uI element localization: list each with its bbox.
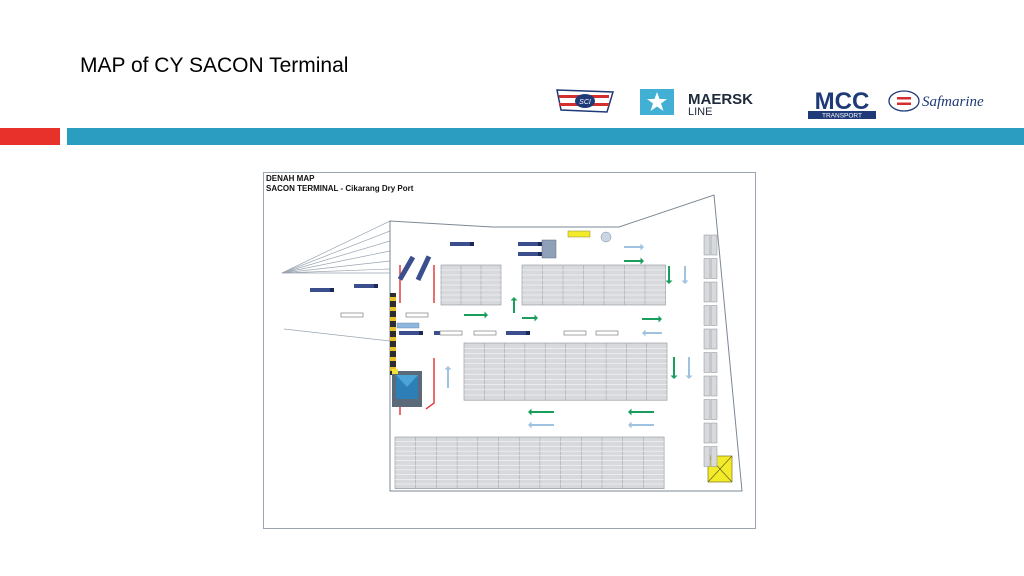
side-stack-right — [710, 328, 718, 350]
container-stack-c — [463, 342, 668, 401]
side-stack-left — [703, 234, 711, 256]
arrow-7 — [522, 314, 538, 322]
empty-chassis-2 — [405, 312, 429, 318]
truck-angled-1 — [397, 255, 416, 281]
mcc-word: MCC — [815, 88, 870, 115]
safmarine-logo: Safmarine — [888, 88, 1010, 114]
truck-cab-6 — [419, 331, 423, 335]
safmarine-word: Safmarine — [922, 94, 984, 110]
side-stack-left — [703, 258, 711, 279]
side-stack-right — [710, 446, 718, 467]
truck-cab-4 — [330, 288, 334, 292]
arrow-16 — [628, 421, 654, 429]
side-stack-right — [710, 399, 718, 420]
empty-chassis-6 — [473, 330, 497, 336]
gate-booth — [541, 239, 557, 259]
side-stack-right — [710, 375, 718, 397]
truck-1 — [450, 242, 470, 246]
side-stack-right — [710, 234, 718, 256]
container-stack-d — [394, 436, 665, 490]
arrow-13 — [528, 408, 554, 416]
truck-cab-5 — [374, 284, 378, 288]
terminal-boundary — [389, 194, 743, 492]
arrow-10 — [670, 357, 678, 379]
sci-logo: SCI — [556, 89, 614, 113]
empty-chassis-5 — [595, 330, 619, 336]
transport-word: TRANSPORT — [822, 113, 862, 120]
arrow-4 — [681, 266, 689, 284]
side-stack-left — [703, 422, 711, 444]
truck-cab-3 — [538, 252, 542, 256]
arrow-1 — [624, 243, 644, 251]
truck-cab-1 — [470, 242, 474, 246]
terminal-map: DENAH MAP SACON TERMINAL - Cikarang Dry … — [263, 172, 756, 529]
arrow-11 — [685, 357, 693, 379]
side-stack-left — [703, 446, 711, 467]
maersk-logo: MAERSK LINE — [640, 88, 800, 118]
arrow-5 — [464, 311, 488, 319]
truck-angled-2 — [415, 255, 432, 282]
container-stack-b — [521, 264, 666, 306]
line-word: LINE — [688, 106, 712, 116]
approach-road-lines — [281, 220, 391, 342]
container-stack-a — [440, 264, 502, 306]
arrow-12 — [444, 366, 452, 388]
truck-2 — [518, 242, 538, 246]
maersk-word: MAERSK — [688, 91, 753, 108]
slide-title: MAP of CY SACON Terminal — [80, 54, 349, 77]
accent-bar-red — [0, 128, 60, 145]
side-stack-left — [703, 375, 711, 397]
side-stack-right — [710, 422, 718, 444]
side-stack-right — [710, 281, 718, 303]
side-stack-right — [710, 305, 718, 326]
weighbridge — [396, 322, 420, 329]
sci-text: SCI — [579, 99, 591, 106]
truck-cab-8 — [526, 331, 530, 335]
star-icon — [647, 92, 667, 111]
mcc-logo: MCC TRANSPORT — [808, 86, 876, 120]
empty-chassis-4 — [563, 330, 587, 336]
truck-4 — [310, 288, 330, 292]
arrow-2 — [624, 257, 644, 265]
truck-cab-2 — [538, 242, 542, 246]
truck-5 — [354, 284, 374, 288]
empty-chassis-3 — [439, 330, 463, 336]
empty-chassis-1 — [340, 312, 364, 318]
truck-6 — [399, 331, 419, 335]
side-stack-left — [703, 305, 711, 326]
accent-bar-blue — [67, 128, 1024, 145]
arrow-6 — [510, 297, 518, 313]
terminal-map-drawing — [281, 194, 743, 492]
side-stack-left — [703, 352, 711, 373]
arrow-14 — [528, 421, 554, 429]
truck-8 — [506, 331, 526, 335]
arrow-3 — [665, 266, 673, 284]
arrow-9 — [642, 329, 662, 337]
office-building — [392, 369, 422, 407]
map-title-line2: SACON TERMINAL - Cikarang Dry Port — [266, 184, 414, 193]
side-stack-right — [710, 352, 718, 373]
arrow-15 — [628, 408, 654, 416]
side-stack-left — [703, 281, 711, 303]
map-title-line1: DENAH MAP — [266, 174, 315, 183]
side-stack-left — [703, 328, 711, 350]
side-stack-left — [703, 399, 711, 420]
truck-3 — [518, 252, 538, 256]
side-stack-right — [710, 258, 718, 279]
arrow-8 — [642, 315, 662, 323]
map-title: DENAH MAP SACON TERMINAL - Cikarang Dry … — [266, 174, 413, 194]
hazard-strip — [390, 293, 396, 375]
